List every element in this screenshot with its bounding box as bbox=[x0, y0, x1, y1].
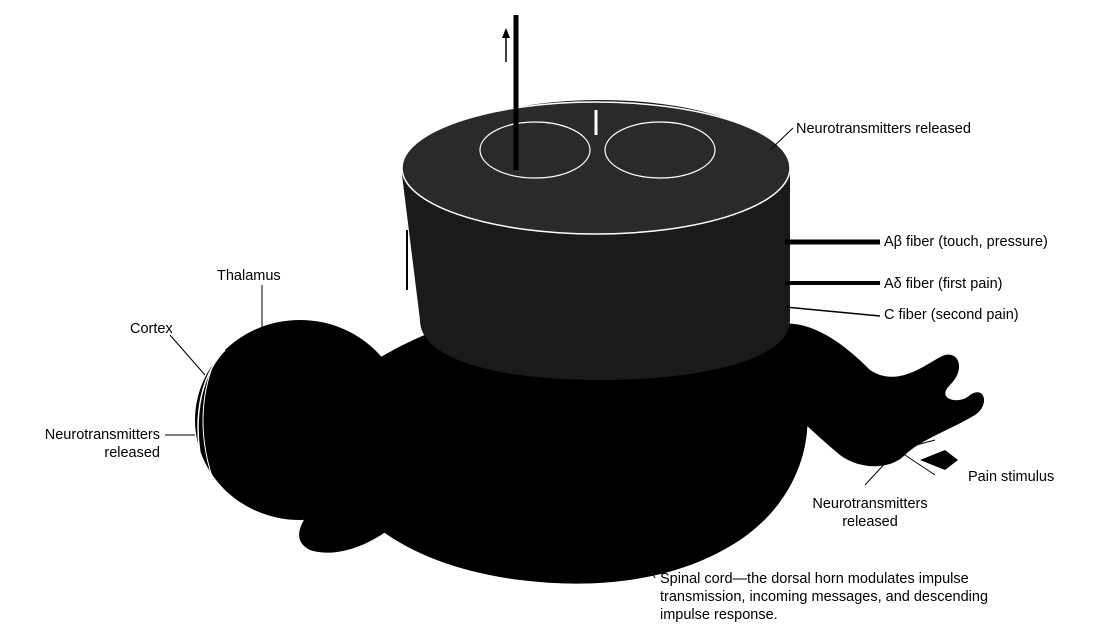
label-cortex: Cortex bbox=[130, 320, 173, 338]
label-neurotransmitters-top: Neurotransmitters released bbox=[796, 120, 971, 138]
leader-cortex bbox=[170, 335, 205, 375]
label-neurotransmitters-brain-line1: Neurotransmitters bbox=[10, 426, 160, 444]
label-a-delta-fiber: Aδ fiber (first pain) bbox=[884, 275, 1002, 293]
label-a-beta-fiber: Aβ fiber (touch, pressure) bbox=[884, 233, 1048, 251]
label-c-fiber: C fiber (second pain) bbox=[884, 306, 1019, 324]
label-neurotransmitters-foot: Neurotransmitters released bbox=[795, 495, 945, 531]
label-neurotransmitters-brain: Neurotransmitters released bbox=[10, 426, 160, 462]
label-neurotransmitters-brain-line2: released bbox=[10, 444, 160, 462]
leader-neurotransmitters-top bbox=[770, 128, 793, 150]
spinal-cord-section bbox=[402, 15, 790, 380]
label-pain-stimulus: Pain stimulus bbox=[968, 468, 1054, 486]
label-neurotransmitters-foot-line2: released bbox=[795, 513, 945, 531]
label-spinal-cord-line1: Spinal cord—the dorsal horn modulates im… bbox=[660, 570, 988, 588]
label-thalamus: Thalamus bbox=[217, 267, 281, 285]
stimulus-object bbox=[920, 450, 958, 470]
label-spinal-cord-line2: transmission, incoming messages, and des… bbox=[660, 588, 988, 606]
label-spinal-cord-line3: impulse response. bbox=[660, 606, 988, 624]
label-neurotransmitters-foot-line1: Neurotransmitters bbox=[795, 495, 945, 513]
label-spinal-cord: Spinal cord—the dorsal horn modulates im… bbox=[660, 570, 988, 624]
c-fiber-line bbox=[785, 307, 880, 316]
ascending-arrow-head bbox=[502, 28, 510, 38]
nerve-fibers bbox=[785, 242, 880, 316]
